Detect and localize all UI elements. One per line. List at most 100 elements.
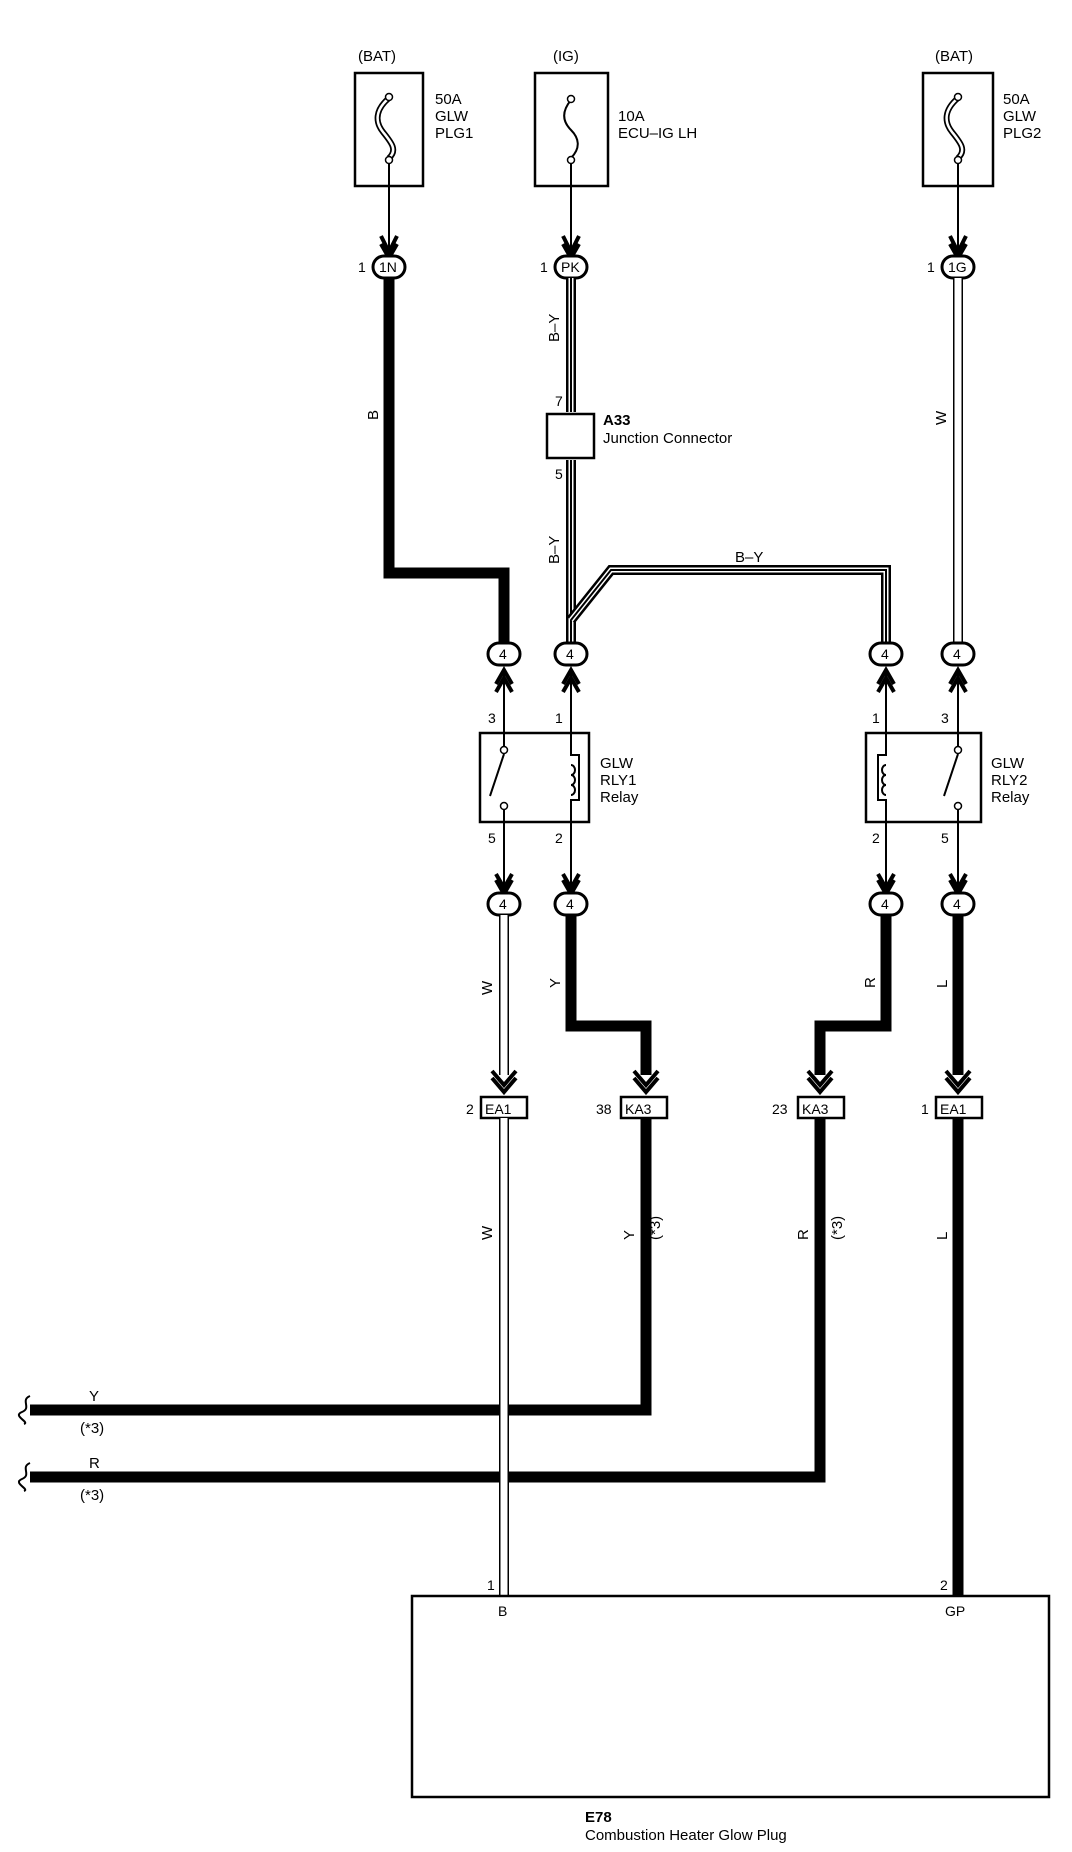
- rly1-name1: GLW: [600, 755, 634, 772]
- fuse-plg1-name2: PLG1: [435, 125, 473, 142]
- relay-connectors-top: 4 4 4 4: [486, 641, 976, 667]
- fuse-plg1-name1: GLW: [435, 108, 469, 125]
- connector-1n: 1 1N: [358, 254, 407, 280]
- fuse-plg2-source: (BAT): [935, 48, 973, 65]
- connector-ka3-38-pin: 38: [596, 1101, 612, 1117]
- pin-gp-name: GP: [945, 1603, 965, 1619]
- left-wire-y-color: Y: [89, 1388, 99, 1405]
- relay-connector-top-2: 4: [553, 641, 589, 667]
- left-wire-r-color: R: [89, 1455, 100, 1472]
- component-e78: 1 B 2 GP E78 Combustion Heater Glow Plug: [410, 1577, 1051, 1844]
- wire-l-label: L: [934, 980, 951, 988]
- left-wire-y: Y (*3): [17, 1388, 104, 1437]
- fuse-leads: [379, 164, 968, 263]
- relay-connector-bottom-3: 4: [868, 891, 904, 917]
- connector-ea1-right-code: EA1: [940, 1101, 967, 1117]
- fuse-ecu-ig-lh: (IG) 10A ECU–IG LH: [533, 48, 697, 188]
- wire-y-low-label: Y: [621, 1230, 638, 1240]
- connector-ea1-left-pin: 2: [466, 1101, 474, 1117]
- rly2-pin-2: 2: [872, 830, 880, 846]
- wire-b-y: [566, 278, 891, 643]
- wire-r-upper: [814, 915, 892, 1075]
- component-code: E78: [585, 1809, 612, 1826]
- relay-connector-bottom-2: 4: [553, 891, 589, 917]
- connector-ka3-38-code: KA3: [625, 1101, 652, 1117]
- connector-pk: 1 PK: [540, 254, 589, 280]
- wire-b-label: B: [365, 410, 382, 420]
- rly1-pin-1: 1: [555, 710, 563, 726]
- pin-b-name: B: [498, 1603, 507, 1619]
- rly2-name1: GLW: [991, 755, 1025, 772]
- rly2-pin-1: 1: [872, 710, 880, 726]
- fuse-glw-plg2: (BAT) 50A GLW PLG2: [921, 48, 1041, 188]
- junction-connector-a33: 7 5 A33 Junction Connector: [545, 393, 732, 482]
- connector-1g-pin: 1: [927, 259, 935, 275]
- wire-y-lower: [30, 1118, 652, 1416]
- svg-text:4: 4: [566, 646, 574, 662]
- wire-w-low-label: W: [479, 1225, 496, 1240]
- mid-connector-arrows: [490, 1069, 972, 1096]
- rly1-pin-3: 3: [488, 710, 496, 726]
- junction-pin-in: 7: [555, 393, 563, 409]
- relay-glw-rly2: 1 3 2 5 GLW RLY2 Relay: [864, 710, 1030, 846]
- pin-b-number: 1: [487, 1577, 495, 1593]
- fuse-ecu-name: ECU–IG LH: [618, 125, 697, 142]
- connector-1n-code: 1N: [379, 259, 397, 275]
- wire-r-label: R: [862, 977, 879, 988]
- left-wire-r: R (*3): [17, 1455, 104, 1504]
- wire-w-right-label: W: [933, 410, 950, 425]
- connector-ea1-right: 1 EA1: [921, 1095, 984, 1120]
- fuse-plg2-rating: 50A: [1003, 91, 1030, 108]
- rly2-pin-3: 3: [941, 710, 949, 726]
- fuse-glw-plg1: (BAT) 50A GLW PLG1: [353, 48, 473, 188]
- wire-b-y-lower-label: B–Y: [546, 536, 563, 564]
- svg-text:4: 4: [881, 896, 889, 912]
- fuse-ecu-rating: 10A: [618, 108, 645, 125]
- wire-y-upper: [565, 915, 652, 1075]
- svg-text:4: 4: [499, 896, 507, 912]
- wire-b-y-cross-label: B–Y: [735, 549, 763, 566]
- wire-w-left-label: W: [479, 980, 496, 995]
- connector-ka3-23-pin: 23: [772, 1101, 788, 1117]
- fuse-plg1-rating: 50A: [435, 91, 462, 108]
- wire-l-low-label: L: [934, 1232, 951, 1240]
- relay-connector-top-4: 4: [940, 641, 976, 667]
- rly1-pin-5: 5: [488, 830, 496, 846]
- wire-r-lower: [30, 1118, 826, 1483]
- left-wire-r-note: (*3): [80, 1487, 104, 1504]
- relay-output-arrows: [494, 822, 968, 899]
- junction-pin-out: 5: [555, 466, 563, 482]
- junction-code: A33: [603, 412, 631, 429]
- fuse-plg2-name1: GLW: [1003, 108, 1037, 125]
- connector-ka3-23: 23 KA3: [772, 1095, 846, 1120]
- wire-b-y-upper-label: B–Y: [546, 314, 563, 342]
- svg-text:4: 4: [566, 896, 574, 912]
- wire-r-note: (*3): [829, 1216, 846, 1240]
- relay-input-arrows: [494, 665, 968, 738]
- wire-y-note: (*3): [647, 1216, 664, 1240]
- relay-connector-bottom-1: 4: [486, 891, 522, 917]
- relay-connectors-bottom: 4 4 4 4: [486, 891, 976, 917]
- relay-glw-rly1: 3 1 5 2 GLW RLY1 Relay: [478, 710, 639, 846]
- connector-ea1-left-code: EA1: [485, 1101, 512, 1117]
- fuse-plg1-source: (BAT): [358, 48, 396, 65]
- wire-b: [383, 278, 510, 643]
- connector-1g: 1 1G: [927, 254, 976, 280]
- connector-ea1-left: 2 EA1: [466, 1095, 529, 1120]
- relay-connector-bottom-4: 4: [940, 891, 976, 917]
- connector-ka3-38: 38 KA3: [596, 1095, 669, 1120]
- connector-1n-pin: 1: [358, 259, 366, 275]
- svg-text:4: 4: [953, 646, 961, 662]
- svg-text:4: 4: [881, 646, 889, 662]
- svg-text:4: 4: [499, 646, 507, 662]
- connector-ea1-right-pin: 1: [921, 1101, 929, 1117]
- wire-r-low-label: R: [795, 1229, 812, 1240]
- fuse-plg2-name2: PLG2: [1003, 125, 1041, 142]
- rly1-name2: RLY1: [600, 772, 636, 789]
- pin-gp-number: 2: [940, 1577, 948, 1593]
- junction-name: Junction Connector: [603, 430, 732, 447]
- svg-text:4: 4: [953, 896, 961, 912]
- rly2-name3: Relay: [991, 789, 1030, 806]
- connector-ka3-23-code: KA3: [802, 1101, 829, 1117]
